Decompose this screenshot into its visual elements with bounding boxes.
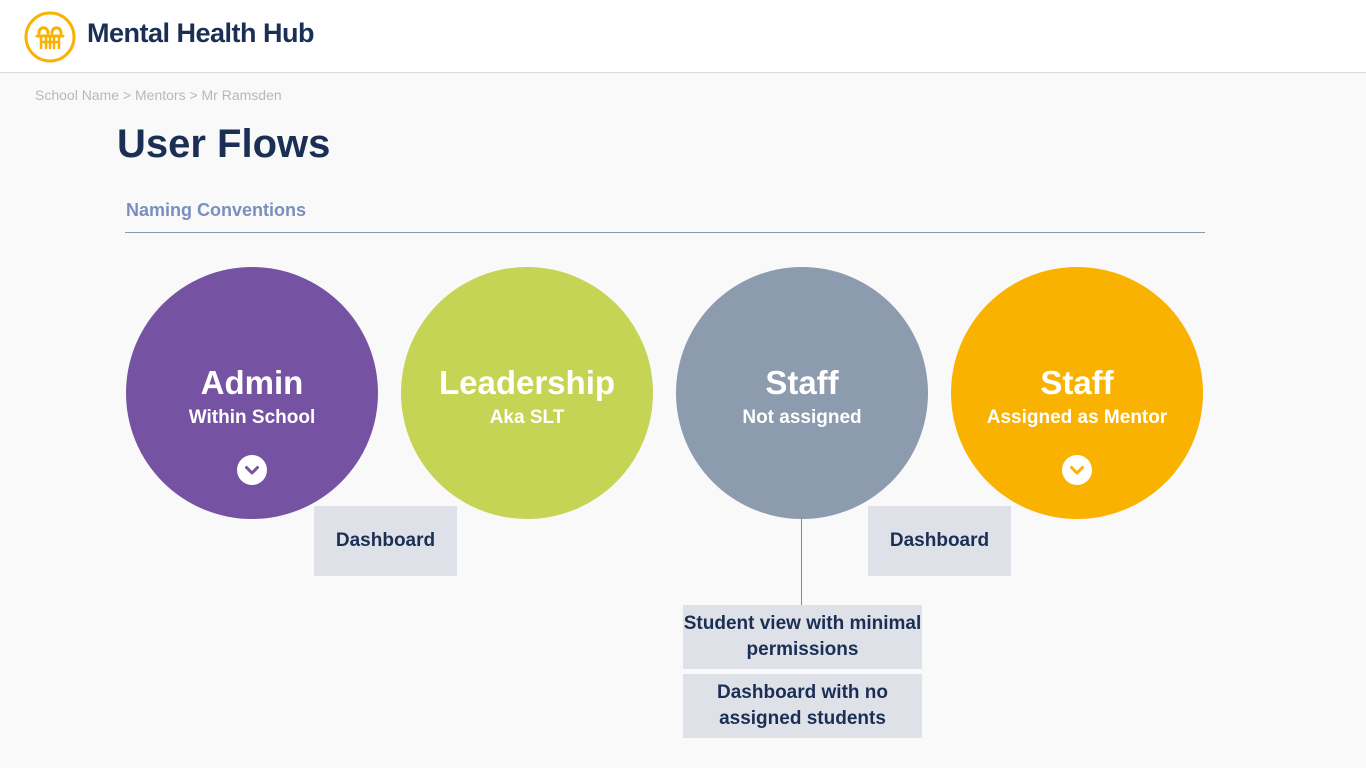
role-title: Staff	[1040, 364, 1114, 401]
role-title: Leadership	[438, 364, 616, 401]
mentor-dashboard-box[interactable]: Dashboard	[868, 506, 1011, 576]
chevron-down-icon	[1070, 466, 1084, 475]
section-divider	[125, 232, 1205, 233]
staff-flow-connector	[801, 519, 802, 605]
app-name[interactable]: Mental Health Hub	[87, 18, 315, 48]
role-mentor-circle[interactable]: Staff Assigned as Mentor	[951, 267, 1203, 519]
chevron-down-icon	[245, 466, 259, 475]
role-title: Admin	[200, 364, 304, 401]
role-admin-circle[interactable]: Admin Within School	[126, 267, 378, 519]
role-leadership-circle[interactable]: Leadership Aka SLT	[401, 267, 653, 519]
role-title: Staff	[765, 364, 839, 401]
section-title: Naming Conventions	[126, 200, 307, 220]
role-subtitle: Assigned as Mentor	[986, 407, 1168, 428]
role-subtitle: Within School	[188, 407, 316, 428]
app-header: Mental Health Hub	[0, 0, 1366, 73]
expand-mentor-button[interactable]	[1062, 455, 1092, 485]
expand-admin-button[interactable]	[237, 455, 267, 485]
mhh-logo-icon[interactable]	[24, 11, 76, 63]
staff-student-view-box[interactable]: Student view with minimal permissions	[683, 605, 922, 669]
role-subtitle: Not assigned	[742, 407, 862, 428]
role-staff-circle[interactable]: Staff Not assigned	[676, 267, 928, 519]
role-subtitle: Aka SLT	[489, 407, 565, 428]
breadcrumb[interactable]: School Name > Mentors > Mr Ramsden	[35, 87, 282, 103]
staff-empty-dashboard-box[interactable]: Dashboard with no assigned students	[683, 674, 922, 738]
page-title: User Flows	[117, 122, 331, 166]
admin-dashboard-box[interactable]: Dashboard	[314, 506, 457, 576]
